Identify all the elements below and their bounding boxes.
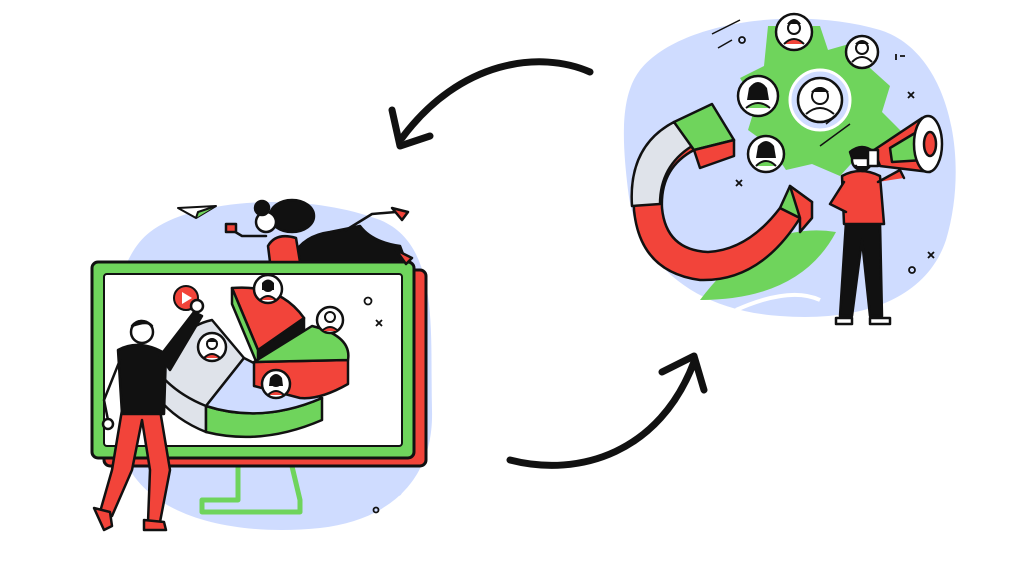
- avatar-icon: [252, 273, 284, 305]
- left-decor-dot: [394, 488, 402, 496]
- avatar-icon: [196, 331, 228, 363]
- right-scene: [623, 12, 956, 326]
- pie-slice-green: [252, 324, 350, 364]
- left-decor: [363, 296, 383, 514]
- avatar-icon: [315, 305, 345, 335]
- man-with-megaphone: [828, 145, 906, 326]
- avatar-icon: [796, 76, 844, 124]
- avatar-icon: [736, 74, 780, 118]
- leaf-decor: [700, 230, 836, 312]
- chart-avatars: [196, 273, 345, 400]
- avatar-icon: [844, 34, 880, 70]
- megaphone-icon: [866, 114, 944, 174]
- pie-chart-3d: [156, 286, 350, 439]
- motion-lines: [711, 19, 851, 147]
- man-pointing: [92, 298, 205, 532]
- right-avatars: [736, 12, 880, 174]
- paper-plane-icon: [177, 205, 217, 219]
- woman-lying-on-monitor: [224, 198, 414, 266]
- magnet-icon: [630, 102, 814, 282]
- avatar-icon: [746, 134, 786, 174]
- monitor-stand: [199, 457, 303, 515]
- left-scene: [90, 198, 433, 532]
- right-decor: [735, 36, 935, 274]
- avatar-icon: [260, 368, 292, 400]
- curved-arrow-top: [388, 58, 594, 150]
- avatar-icon: [774, 12, 814, 52]
- curved-arrow-bottom: [506, 352, 708, 469]
